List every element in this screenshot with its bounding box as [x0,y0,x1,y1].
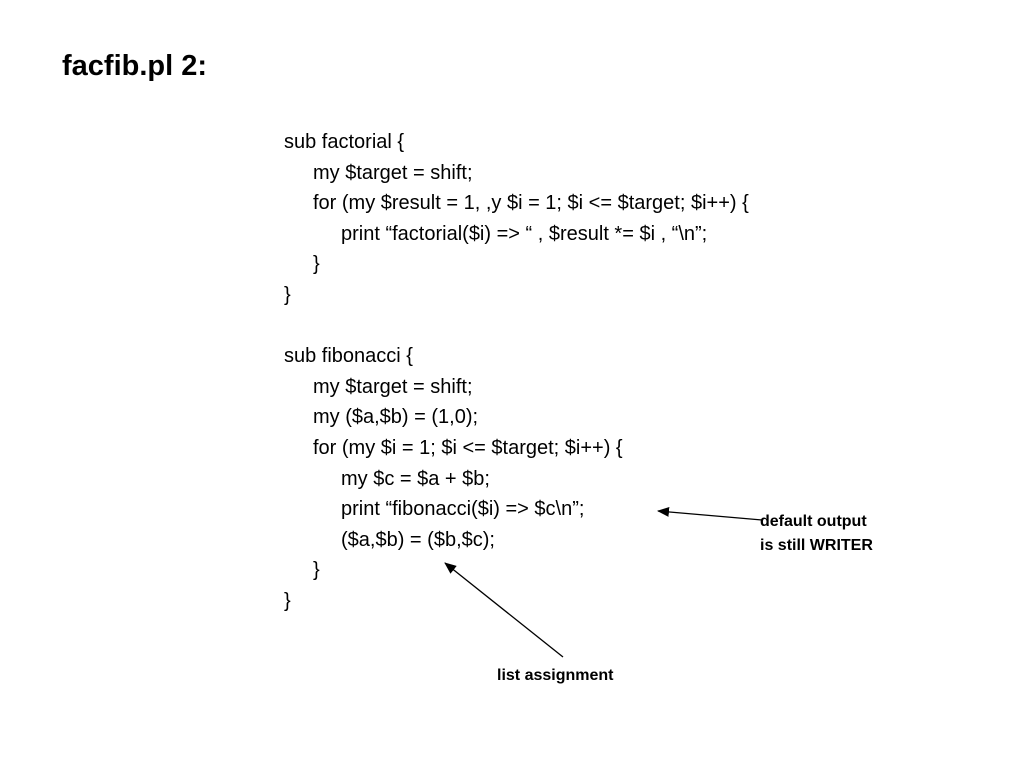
arrow-to-list-assignment [444,562,564,658]
annotation-default-output: default output is still WRITER [760,510,873,558]
code-line: } [313,559,320,582]
annotation-line: default output [760,513,867,530]
code-line: my $target = shift; [313,161,473,184]
code-line: sub fibonacci { [284,345,413,368]
code-block: sub factorial { my $target = shift; for … [284,127,749,617]
code-line: for (my $result = 1, ,y $i = 1; $i <= $t… [313,192,749,215]
code-line: for (my $i = 1; $i <= $target; $i++) { [313,436,623,459]
code-line-list-assignment: ($a,$b) = ($b,$c); [341,528,495,551]
code-line-print-fibonacci: print “fibonacci($i) => $c\n”; [341,498,585,521]
code-line: my $c = $a + $b; [341,467,490,490]
code-line: my ($a,$b) = (1,0); [313,406,479,429]
slide-title: facfib.pl 2: [62,50,208,82]
code-line: } [284,283,291,306]
code-line: my $target = shift; [313,375,473,398]
code-line: } [284,589,291,612]
code-line: print “factorial($i) => “ , $result *= $… [341,222,708,245]
arrow-to-print-line [657,506,763,521]
annotation-line: is still WRITER [760,537,873,554]
code-line: sub factorial { [284,131,405,153]
code-line: } [313,253,320,276]
annotation-list-assignment: list assignment [497,667,614,684]
